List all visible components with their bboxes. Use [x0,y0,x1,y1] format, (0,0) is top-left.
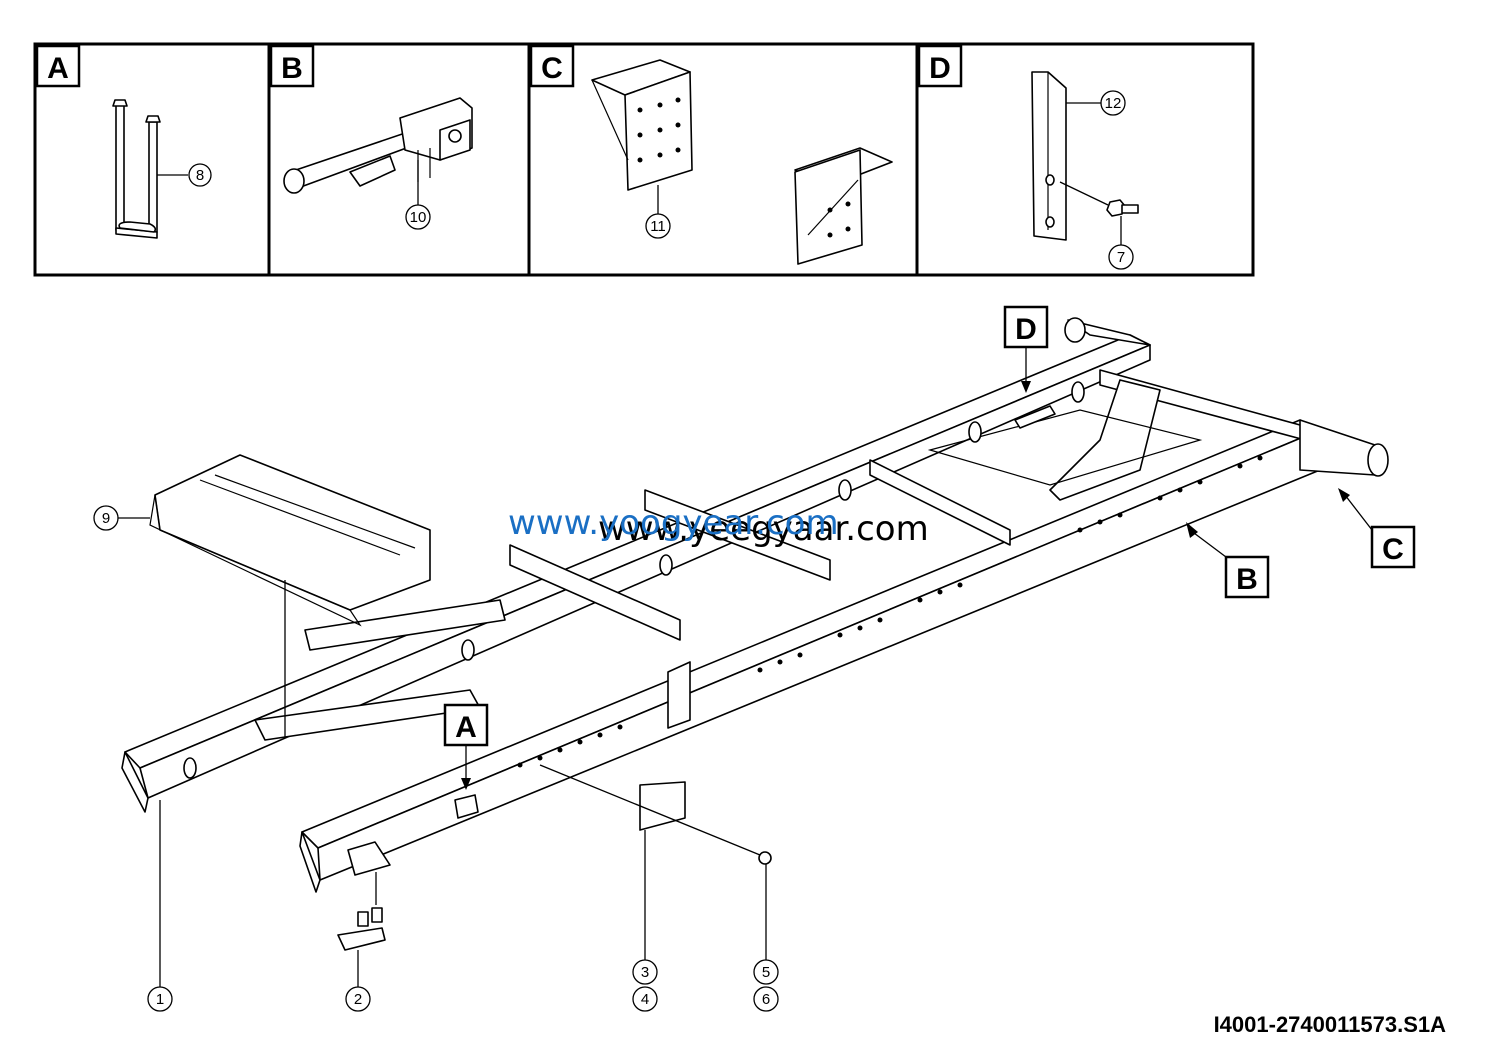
view-tag-b-label: B [1236,563,1258,596]
view-tag-d: D [1003,305,1049,393]
detail-panel-d-tag: D [929,52,951,85]
rail-holes [517,455,1263,768]
view-tag-c-label: C [1382,533,1404,566]
detail-panel-d: D [917,44,1139,241]
callout-12: 12 [1105,95,1122,112]
view-tag-d-label: D [1015,313,1037,346]
detail-panel-a: A [35,44,161,239]
rear-bumper-bracket-part [283,97,473,194]
watermark-front: www.yoogyear.com [508,503,839,543]
mounting-bracket-right-part [794,147,893,265]
detail-panel-b: B [269,44,473,194]
view-tag-a-label: A [455,711,477,744]
callout-11: 11 [650,218,666,235]
drawing-id: I4001-2740011573.S1A [1214,1012,1447,1037]
flange-bolt-part [1106,199,1139,217]
callout-10: 10 [410,209,427,226]
callout-1: 1 [156,991,164,1008]
view-tag-c: C [1338,488,1416,569]
detail-panel-c-tag: C [541,52,563,85]
watermark: www.yeegyaar.com www.yoogyear.com [508,503,929,549]
view-tag-a: A [443,703,489,790]
callout-6: 6 [762,991,770,1008]
callout-9: 9 [102,510,110,527]
u-bolt-part [112,99,161,239]
callout-3: 3 [641,964,649,981]
detail-panel-a-tag: A [47,52,69,85]
detail-panel-c: C [529,44,893,265]
callouts: 8 10 11 12 7 9 1 2 3 4 [93,90,1134,1012]
callout-7: 7 [1117,249,1125,266]
callout-8: 8 [196,167,204,184]
reinforcement-plate-part [1031,71,1067,241]
view-tag-b: B [1186,522,1270,599]
watermark-back: www.yeegyaar.com [598,509,929,549]
chassis-frame [121,317,1389,951]
callout-2: 2 [354,991,362,1008]
detail-panel-b-tag: B [281,52,303,85]
callout-4: 4 [641,991,649,1008]
callout-5: 5 [762,964,770,981]
mounting-bracket-left-part [591,59,693,191]
